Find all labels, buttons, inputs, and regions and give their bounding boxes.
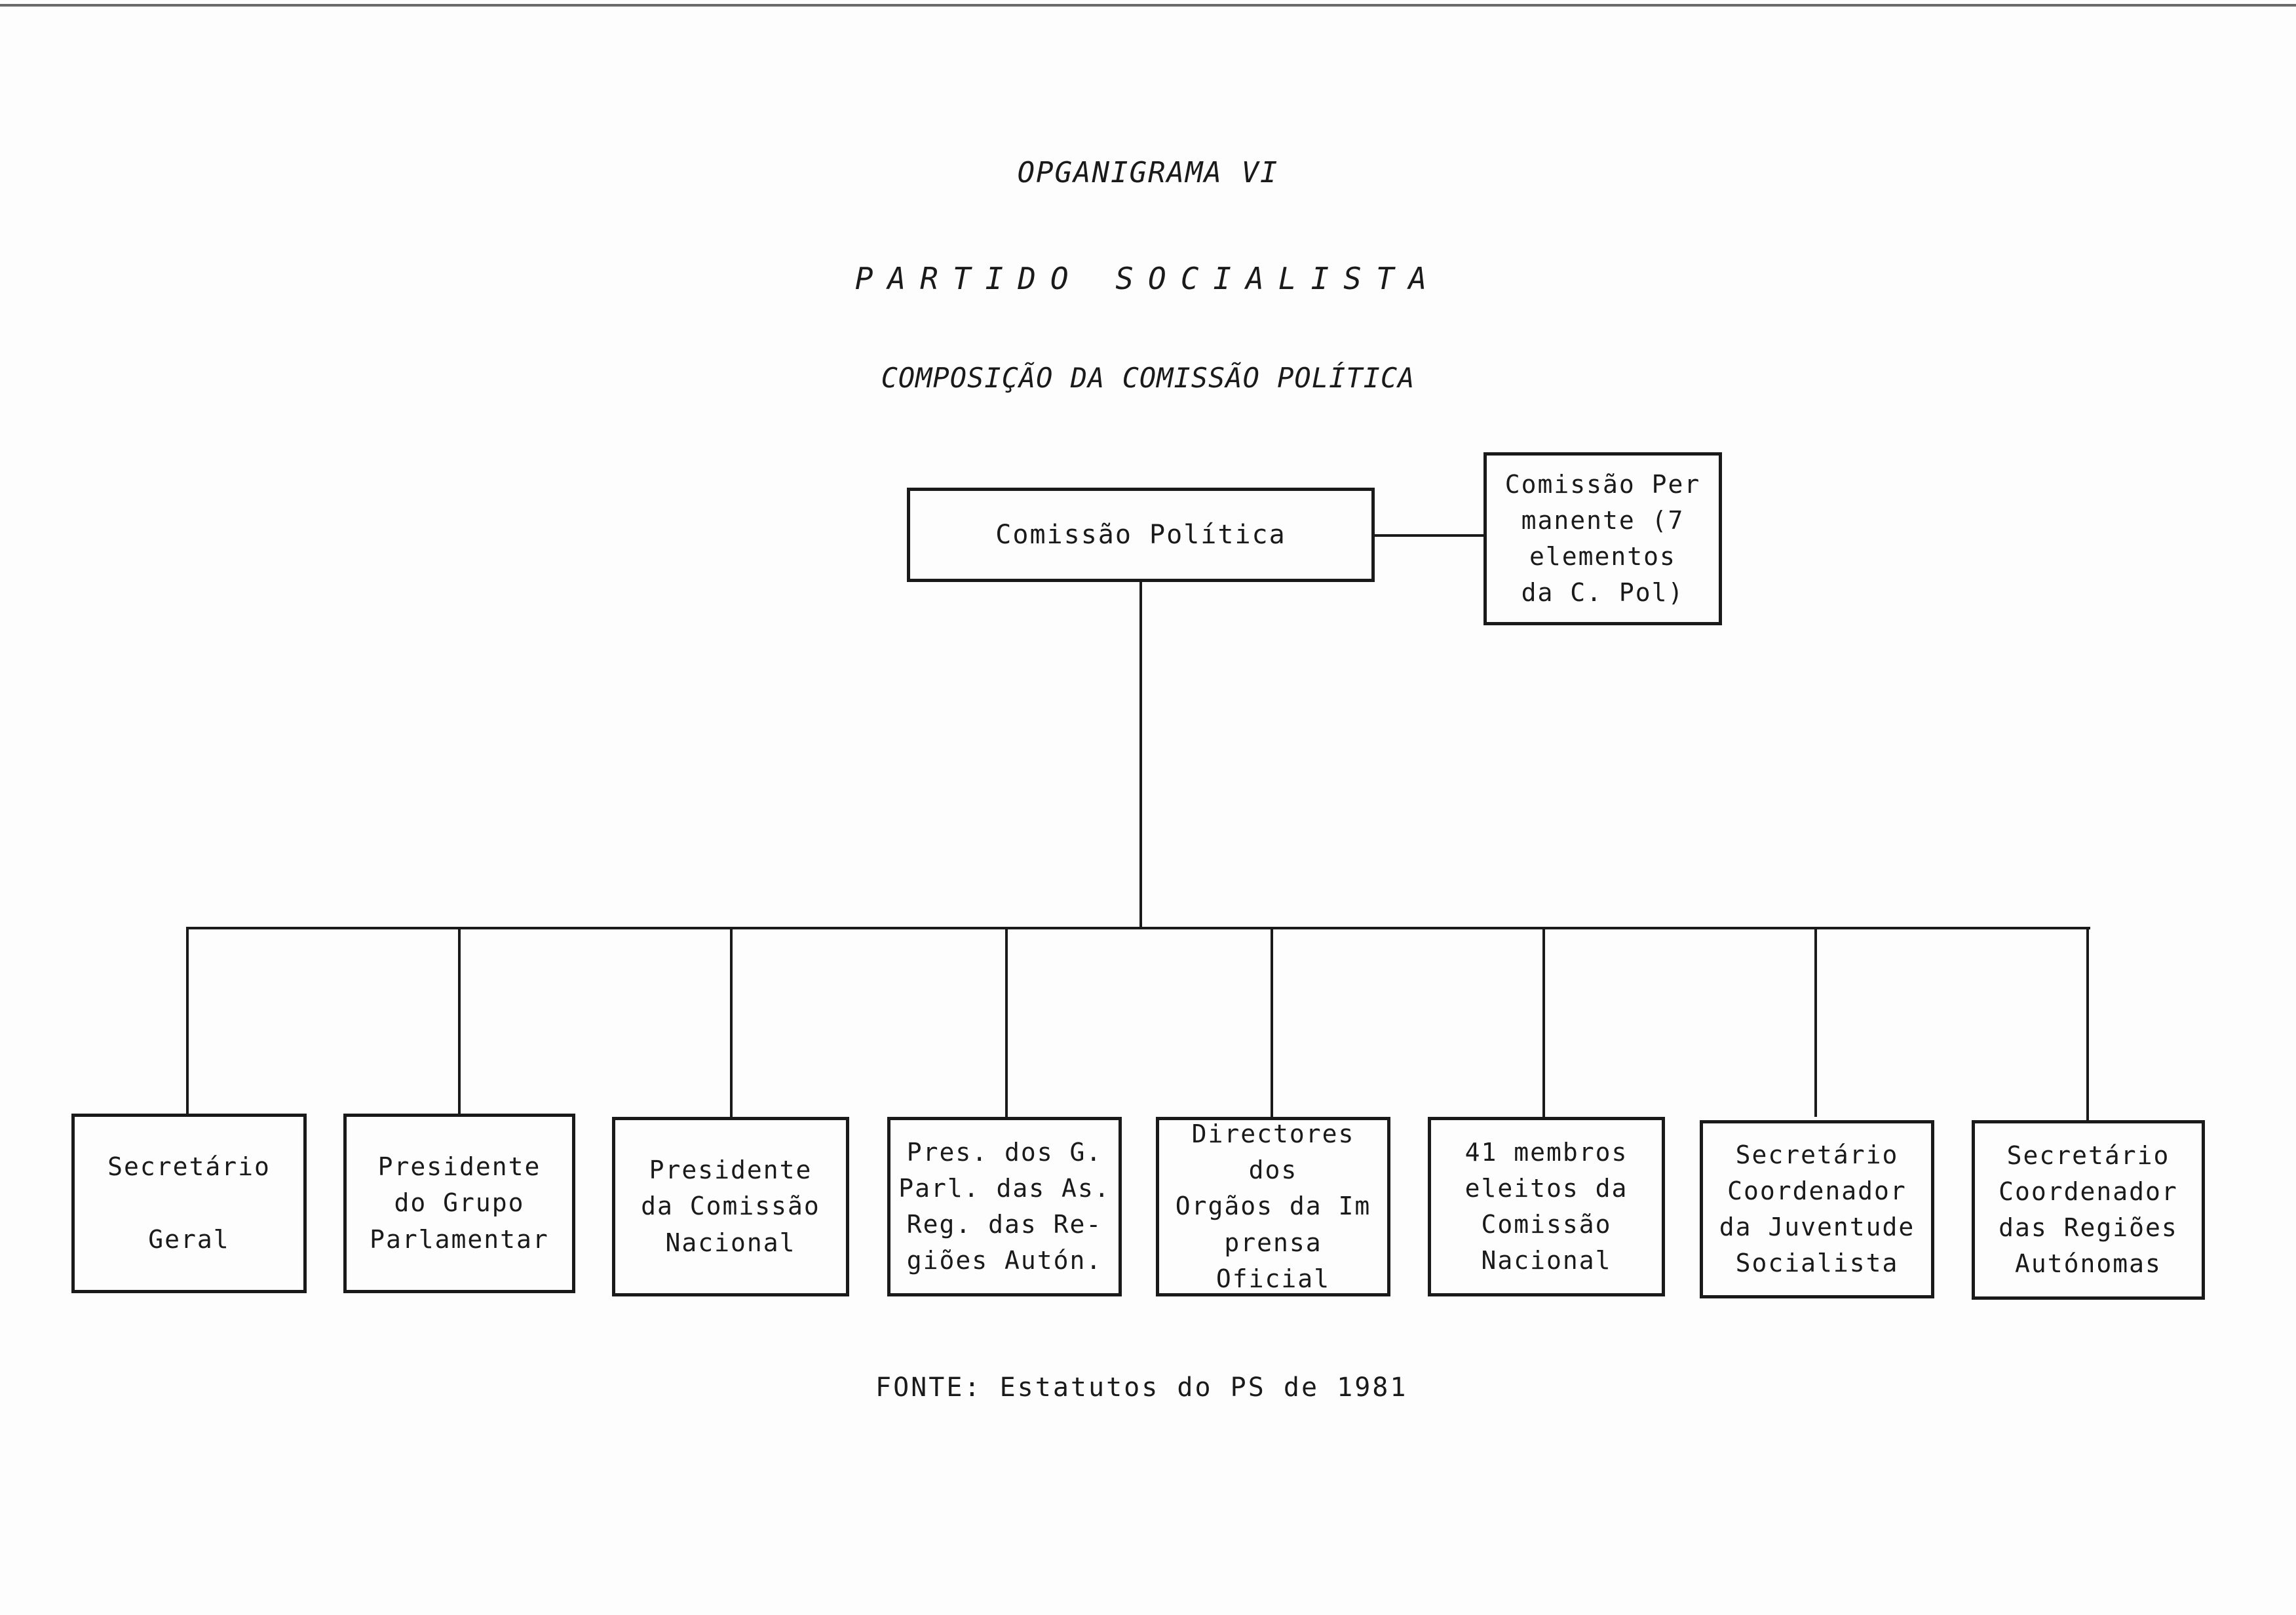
node-secretario-geral: Secretário Geral (71, 1114, 307, 1293)
node-secretario-regioes-autonomas: Secretário Coordenador das Regiões Autón… (1972, 1120, 2205, 1300)
connector-child-1 (186, 927, 189, 1117)
connector-child-2 (458, 927, 461, 1117)
node-presidente-comissao-nacional: Presidente da Comissão Nacional (612, 1117, 849, 1296)
node-membros-eleitos: 41 membros eleitos da Comissão Nacional (1428, 1117, 1665, 1296)
chart-caption: COMPOSIÇÃO DA COMISSÃO POLÍTICA (881, 362, 1415, 394)
connector-child-6 (1542, 927, 1545, 1117)
connector-child-5 (1271, 927, 1273, 1117)
node-pres-grupos-parl-regioes: Pres. dos G. Parl. das As. Reg. das Re- … (887, 1117, 1122, 1296)
connector-child-7 (1814, 927, 1817, 1117)
connector-root-trunk (1139, 579, 1142, 929)
node-presidente-grupo-parlamentar: Presidente do Grupo Parlamentar (343, 1114, 575, 1293)
node-secretario-juventude-socialista: Secretário Coordenador da Juventude Soci… (1700, 1120, 1934, 1298)
connector-child-8 (2086, 927, 2089, 1121)
node-comissao-politica: Comissão Política (907, 488, 1375, 582)
node-comissao-permanente: Comissão Per manente (7 elementos da C. … (1483, 452, 1722, 625)
connector-root-side (1372, 534, 1487, 537)
source-note: FONTE: Estatutos do PS de 1981 (875, 1372, 1408, 1403)
connector-child-4 (1005, 927, 1008, 1117)
chart-title: OPGANIGRAMA VI (1017, 156, 1279, 189)
connector-horizontal-bus (186, 927, 2090, 929)
top-border-line (0, 4, 2296, 7)
node-directores-orgaos-imprensa: Directores dos Orgãos da Im prensa Ofici… (1156, 1117, 1390, 1296)
connector-child-3 (730, 927, 733, 1117)
party-name: PARTIDO SOCIALISTA (854, 261, 1442, 296)
